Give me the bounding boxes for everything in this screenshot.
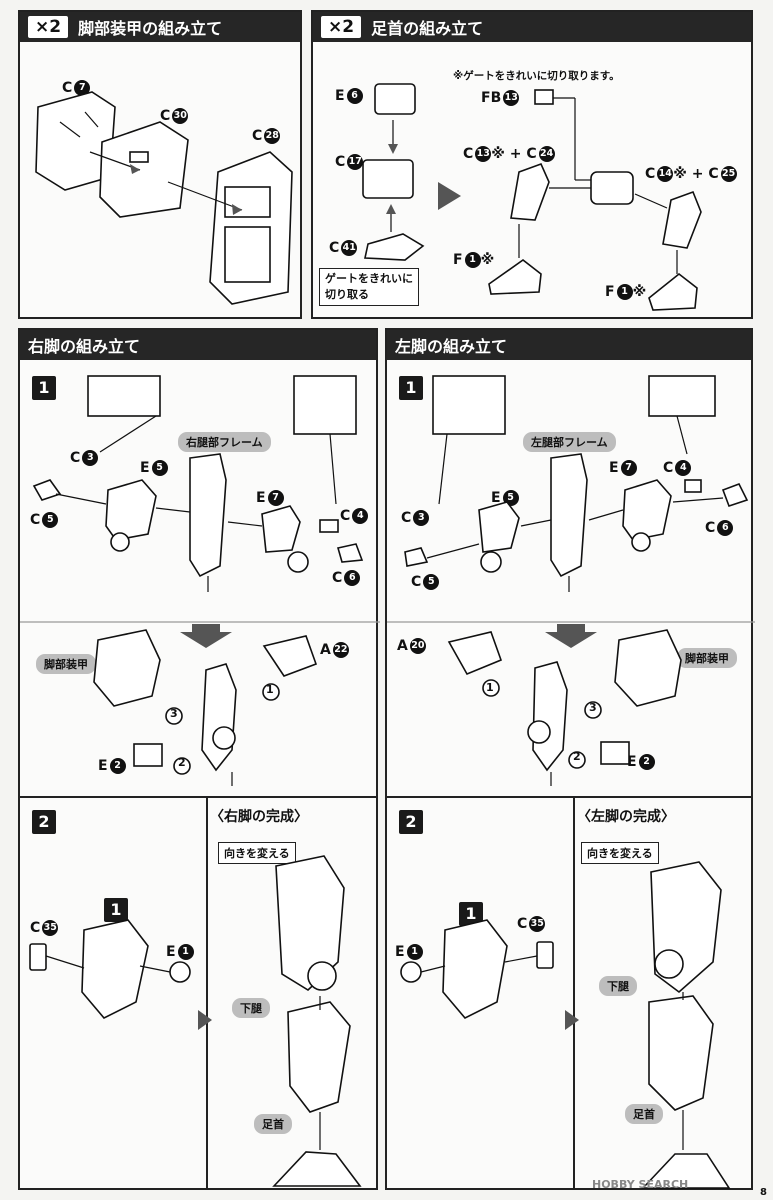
ankle-label: 足首: [254, 1114, 292, 1134]
step-2-badge: 2: [32, 810, 56, 834]
seq-1: 1: [266, 683, 274, 696]
shin-label: 下腿: [232, 998, 270, 1018]
right-leg-step2-drawing: [29, 855, 362, 1187]
step-divider-left: [387, 796, 751, 798]
multiplier-badge: ×2: [28, 16, 69, 38]
step-1-badge-left: 1: [399, 376, 423, 400]
seq-2: 2: [178, 756, 186, 769]
ankle-assembly-header: ×2 足首の組み立て: [313, 12, 751, 42]
armor-assembly-header: ×2 脚部装甲の組み立て: [20, 12, 300, 42]
multiplier-badge-ankle: ×2: [321, 16, 362, 38]
armor-label-left: 脚部装甲: [677, 648, 737, 668]
turn-callout: 向きを変える: [218, 842, 296, 864]
right-leg-step1-drawing: [20, 375, 380, 786]
armor-label: 脚部装甲: [36, 654, 96, 674]
gate-note: ※ゲートをきれいに切り取ります。: [453, 70, 620, 82]
left-leg-step1-drawing: [387, 375, 755, 786]
armor-assembly-title: 脚部装甲の組み立て: [78, 19, 223, 38]
complete-divider-left: [573, 796, 575, 1188]
ankle-label-left: 足首: [625, 1104, 663, 1124]
turn-callout-left: 向きを変える: [581, 842, 659, 864]
shin-label-left: 下腿: [599, 976, 637, 996]
left-leg-step2-drawing: [400, 861, 731, 1189]
seq-3-left: 3: [589, 701, 597, 714]
frame-label-left: 左腿部フレーム: [523, 432, 616, 452]
ankle-assembly-title: 足首の組み立て: [371, 19, 484, 38]
seq-3: 3: [170, 707, 178, 720]
right-leg-header: 右脚の組み立て: [20, 330, 376, 360]
right-leg-title: 右脚の組み立て: [28, 337, 141, 356]
step-1-badge: 1: [32, 376, 56, 400]
armor-parts-drawing: [35, 91, 293, 305]
complete-divider: [206, 796, 208, 1188]
seq-1-left: 1: [486, 681, 494, 694]
seq-2-left: 2: [573, 750, 581, 763]
gate-cut-callout: ゲートをきれいに切り取る: [319, 268, 419, 306]
ankle-parts-drawing: [362, 83, 702, 311]
page-number: 8: [760, 1187, 767, 1198]
left-leg-complete-title: 〈左脚の完成〉: [577, 809, 675, 825]
step-2-badge-left: 2: [399, 810, 423, 834]
left-leg-header: 左脚の組み立て: [387, 330, 751, 360]
frame-label: 右腿部フレーム: [178, 432, 271, 452]
left-leg-title: 左脚の組み立て: [395, 337, 508, 356]
right-leg-complete-title: 〈右脚の完成〉: [210, 809, 308, 825]
hobby-search-watermark: HOBBY SEARCH: [592, 1178, 689, 1191]
s2-sub-badge: 1: [104, 898, 128, 922]
step-divider: [20, 796, 376, 798]
